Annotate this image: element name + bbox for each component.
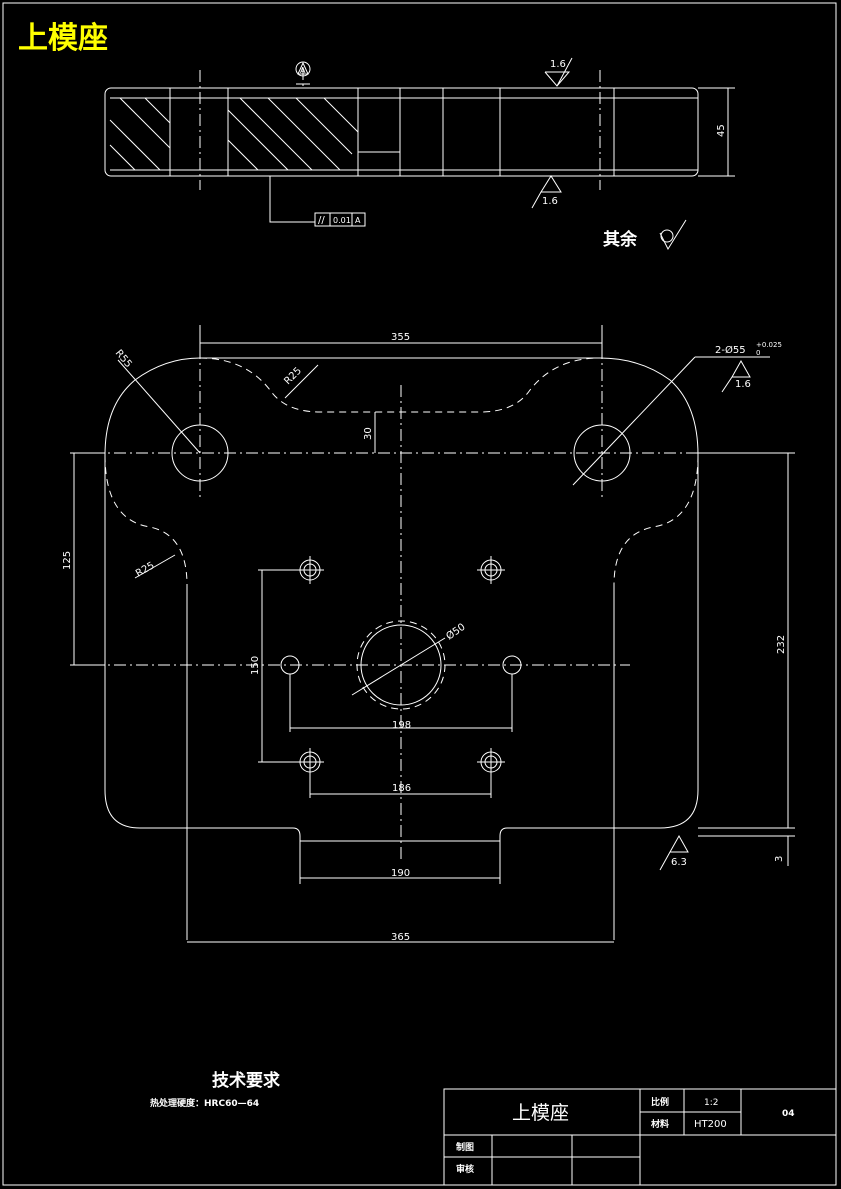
dim-198: 198 [392, 720, 411, 731]
material-label: 材料 [650, 1118, 669, 1130]
dim-125: 125 [62, 551, 73, 570]
plan-view: Ø50 355 R55 R25 R25 30 [62, 325, 795, 943]
title-block: 上模座 比例 1:2 材料 HT200 04 制图 审核 [443, 1088, 837, 1186]
dim-phi50: Ø50 [444, 621, 468, 643]
dim-r25-side: R25 [134, 560, 157, 579]
hole-tol-upper: +0.025 [756, 341, 782, 349]
dim-r55: R55 [113, 348, 134, 370]
tolerance-datum: A [355, 216, 361, 225]
scale-value: 1:2 [704, 1098, 718, 1108]
tolerance-symbol: // [318, 215, 325, 226]
drawn-by-label: 制图 [456, 1141, 474, 1153]
dim-3: 3 [774, 856, 785, 862]
section-hatch-middle [227, 97, 359, 171]
other-finish-label: 其余 [603, 229, 638, 250]
center-bore [360, 624, 442, 706]
dim-186: 186 [392, 783, 411, 794]
dim-r25-top: R25 [282, 365, 304, 387]
scale-label: 比例 [651, 1096, 669, 1108]
dim-150: 150 [250, 656, 261, 675]
side-view: A 1.6 1.6 // 0.01 A 45 [104, 57, 735, 227]
section-hatch-left [109, 97, 171, 171]
datum-label: A [300, 66, 306, 75]
dim-30: 30 [363, 427, 374, 440]
dim-190: 190 [391, 868, 410, 879]
drawing-title: 上模座 [18, 21, 108, 56]
part-name: 上模座 [512, 1102, 569, 1124]
other-finish-symbol [659, 219, 687, 251]
tech-req-heading: 技术要求 [212, 1070, 280, 1091]
hole-callout: 2-Ø55 [715, 344, 746, 356]
tolerance-value: 0.01 [333, 216, 351, 225]
dim-355: 355 [391, 332, 410, 343]
drawing-no: 04 [782, 1109, 795, 1119]
roughness-top: 1.6 [550, 59, 566, 70]
checked-by-label: 审核 [456, 1163, 474, 1175]
tech-req-line1: 热处理硬度：HRC60—64 [150, 1097, 259, 1109]
side-view-outline [104, 87, 699, 177]
material-value: HT200 [694, 1119, 727, 1130]
hole-tol-lower: 0 [756, 349, 760, 357]
dim-365: 365 [391, 932, 410, 943]
roughness-bottom-plan: 6.3 [671, 857, 687, 868]
dim-232: 232 [776, 635, 787, 654]
thickness-dim: 45 [716, 124, 727, 137]
hole-roughness: 1.6 [735, 379, 751, 390]
roughness-bottom: 1.6 [542, 196, 558, 207]
